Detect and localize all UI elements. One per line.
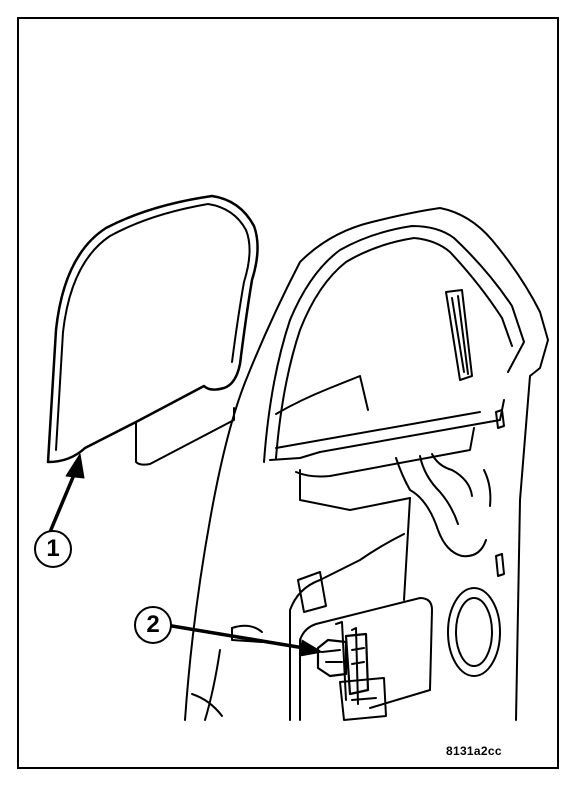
callout-1: 1 xyxy=(34,530,72,568)
trim-panel xyxy=(46,194,259,466)
callout-2: 2 xyxy=(134,606,172,644)
latch-assembly xyxy=(316,621,387,721)
figure-code: 8131a2cc xyxy=(446,744,502,758)
leader-arrows xyxy=(48,453,323,657)
door-shell xyxy=(184,207,549,721)
